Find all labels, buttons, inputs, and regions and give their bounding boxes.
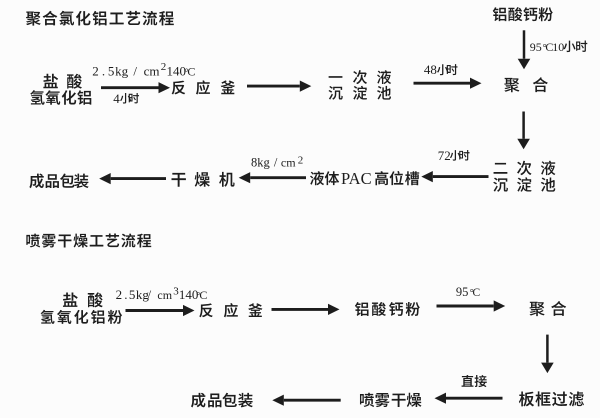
svg-text:cm: cm [144,64,160,79]
svg-text:kg: kg [115,64,129,79]
svg-text:cm: cm [157,288,172,302]
svg-text:72: 72 [438,148,451,163]
svg-text:140: 140 [167,64,187,79]
svg-text:2: 2 [298,154,304,166]
svg-text:C: C [545,40,553,54]
svg-text:C: C [199,288,207,302]
svg-text:140: 140 [179,287,199,302]
svg-text:°: ° [185,68,189,79]
svg-text:95: 95 [456,285,469,299]
svg-text:kg: kg [136,287,150,302]
svg-text:/: / [274,155,278,169]
svg-text:.: . [124,287,127,302]
svg-text:4: 4 [113,91,120,106]
svg-text:.: . [102,64,105,79]
svg-text:C: C [473,287,481,299]
svg-text:8kg: 8kg [251,155,271,169]
svg-text:48: 48 [424,62,437,77]
svg-text:5: 5 [129,287,136,302]
svg-text:°: ° [543,43,547,54]
svg-text:°: ° [196,291,200,302]
svg-text:cm: cm [281,155,296,169]
svg-text:5: 5 [108,64,115,79]
svg-text:2: 2 [92,64,99,79]
svg-text:°: ° [470,288,474,299]
svg-text:3: 3 [173,286,179,298]
svg-text:95: 95 [530,40,542,54]
svg-text:/: / [133,64,137,79]
svg-text:PAC: PAC [341,169,372,188]
svg-text:C: C [187,65,195,79]
svg-text:2: 2 [161,61,167,73]
svg-text:2: 2 [116,287,123,302]
svg-text:10: 10 [552,40,564,54]
svg-text:/: / [148,287,152,302]
